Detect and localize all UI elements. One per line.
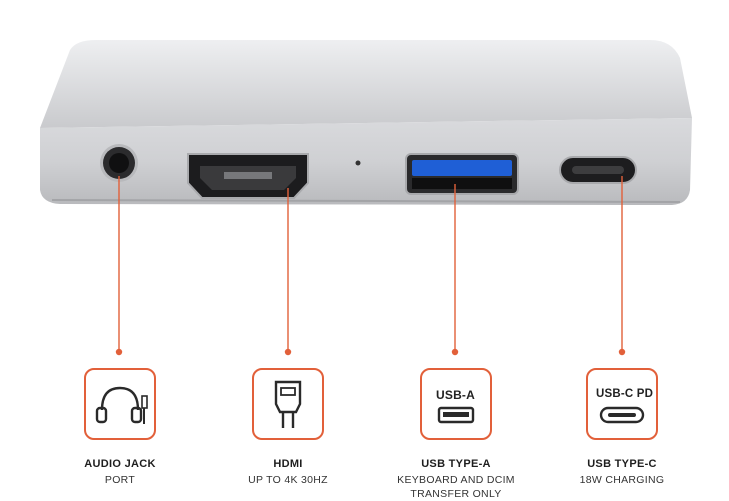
hub-top-surface [40,40,692,128]
status-led [355,160,361,166]
usb-c-icon [599,406,645,424]
audio-jack-title: AUDIO JACK [84,458,156,470]
usb-c-subtitle: 18W CHARGING [579,474,665,486]
hdmi-plug-icon [274,380,302,428]
usb-a-subtitle-line1: KEYBOARD AND DCIM [397,474,515,486]
hdmi-title: HDMI [273,458,303,470]
usb-c-port [559,156,637,184]
headphones-icon [95,386,148,424]
hdmi-port [187,153,309,199]
audio-jack-card [84,368,156,440]
audio-jack-port [100,144,138,182]
usb-c-card-text: USB-C PD [596,388,654,400]
usb-a-port [405,153,519,195]
hdmi-subtitle: UP TO 4K 30HZ [248,474,328,486]
usb-a-card-text: USB-A [436,388,475,402]
audio-jack-subtitle: PORT [104,474,136,486]
hdmi-card [252,368,324,440]
usb-a-card: USB-A [420,368,492,440]
usb-c-title: USB TYPE-C [587,458,657,470]
usb-c-card: USB-C PD [586,368,658,440]
usb-a-title: USB TYPE-A [421,458,491,470]
usb-a-subtitle-line2: TRANSFER ONLY [410,488,502,500]
usb-a-icon [437,406,475,424]
